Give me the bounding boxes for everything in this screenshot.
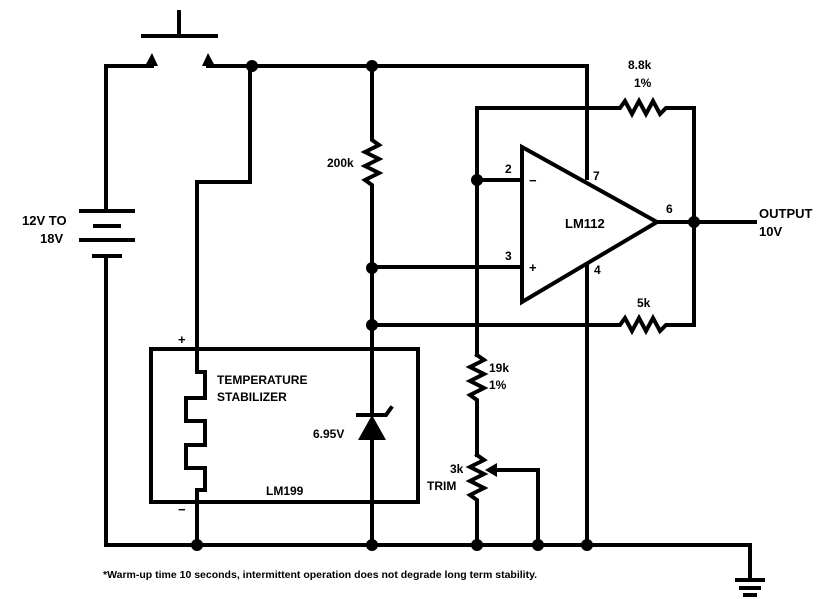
noninv-sign: + — [529, 260, 537, 275]
zener-voltage-label: 6.95V — [313, 427, 344, 441]
r88k-value: 8.8k — [628, 58, 652, 72]
r88k-tolerance: 1% — [634, 76, 652, 90]
heater-coil — [184, 64, 252, 547]
footnote: *Warm-up time 10 seconds, intermittent o… — [103, 569, 537, 581]
lm199-package — [149, 347, 420, 504]
heater-minus: − — [178, 502, 186, 517]
resistor-8-8k — [475, 96, 696, 357]
pin-3-label: 3 — [505, 249, 512, 263]
r5k-label: 5k — [637, 296, 651, 310]
push-button-switch — [141, 10, 218, 66]
output-label: OUTPUT — [759, 206, 813, 221]
heater-plus: + — [178, 332, 186, 347]
opamp-lm112 — [520, 143, 757, 306]
pin-2-label: 2 — [505, 162, 512, 176]
pin-7-label: 7 — [593, 169, 600, 183]
battery — [79, 64, 752, 582]
zener-diode-icon — [356, 405, 394, 547]
lm199-label: LM199 — [266, 484, 304, 498]
resistor-200k — [360, 64, 384, 417]
heater-label-2: STABILIZER — [217, 390, 287, 404]
supply-label-2: 18V — [40, 231, 63, 246]
junction-dots — [191, 60, 700, 551]
resistor-19k — [465, 352, 489, 457]
pin-6-label: 6 — [666, 202, 673, 216]
inv-sign: − — [529, 173, 537, 188]
trim-potentiometer — [465, 452, 540, 547]
r19k-value: 19k — [489, 361, 509, 375]
pin-4-label: 4 — [594, 263, 601, 277]
output-voltage: 10V — [759, 224, 782, 239]
opamp-name: LM112 — [565, 216, 605, 231]
supply-label-1: 12V TO — [22, 213, 67, 228]
r200k-label: 200k — [327, 156, 354, 170]
top-rail-wire — [206, 64, 589, 180]
resistor-5k — [370, 220, 696, 336]
heater-label-1: TEMPERATURE — [217, 373, 307, 387]
trim-value: 3k — [450, 462, 464, 476]
trim-label: TRIM — [427, 479, 456, 493]
r19k-tolerance: 1% — [489, 378, 507, 392]
ground-symbol — [735, 578, 765, 597]
